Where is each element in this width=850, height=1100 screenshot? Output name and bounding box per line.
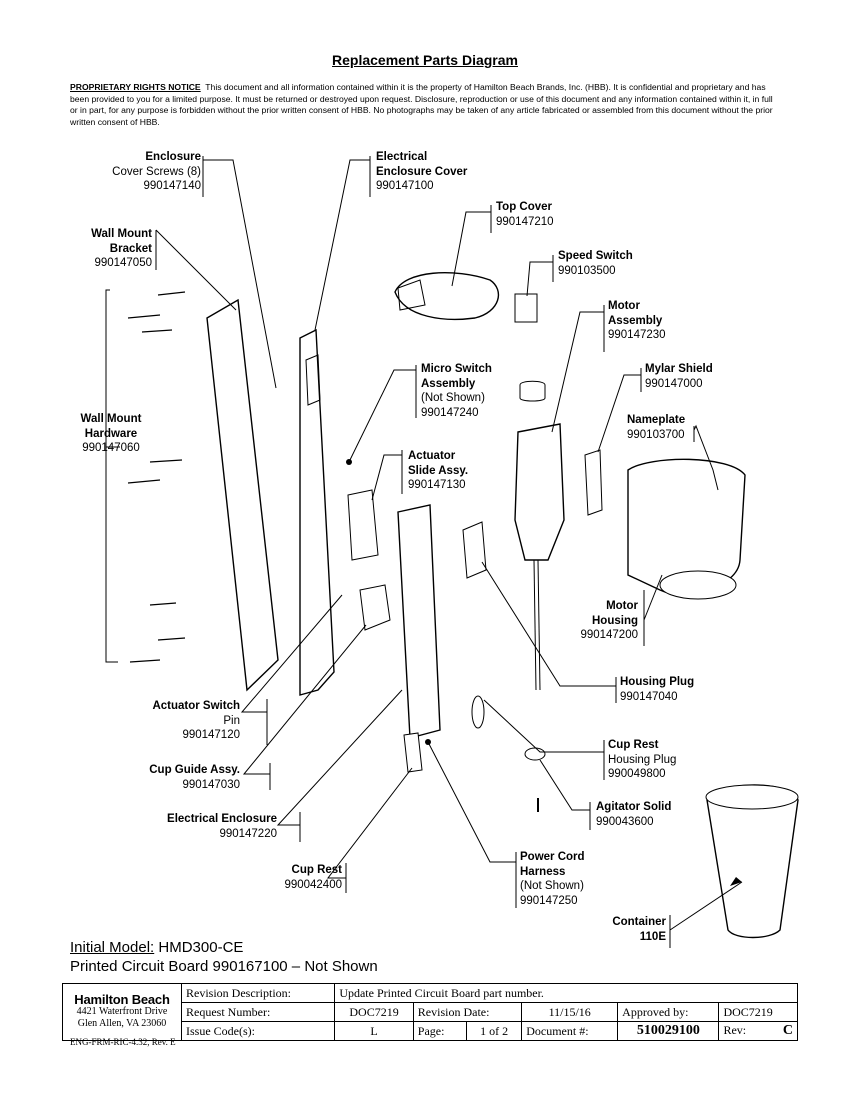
rev-desc-label: Revision Description: <box>180 983 336 1003</box>
model-label: Initial Model: <box>70 939 155 956</box>
page-title: Replacement Parts Diagram <box>332 52 518 68</box>
rev-date-value: 11/15/16 <box>521 1002 619 1022</box>
title-block: Hamilton Beach 4421 Waterfront Drive Gle… <box>62 983 798 1041</box>
rev-label: Rev: <box>723 1023 747 1037</box>
brand-logo: Hamilton Beach <box>74 992 170 1007</box>
form-number: ENG-FRM-RIC-4.32, Rev. E <box>70 1037 176 1047</box>
page-value: 1 of 2 <box>465 1021 523 1041</box>
issue-value: L <box>334 1021 414 1041</box>
power-cord-dot <box>425 739 431 745</box>
rev-date-label: Revision Date: <box>412 1002 523 1022</box>
proprietary-notice: PROPRIETARY RIGHTS NOTICE This document … <box>70 82 782 128</box>
request-label: Request Number: <box>180 1002 336 1022</box>
approved-label: Approved by: <box>617 1002 720 1022</box>
docnum-label: Document #: <box>521 1021 619 1041</box>
pcb-note: Printed Circuit Board 990167100 – Not Sh… <box>70 958 378 975</box>
rev-value: C <box>782 1023 793 1038</box>
page-label: Page: <box>412 1021 468 1041</box>
model-info: Initial Model: HMD300-CE Printed Circuit… <box>70 938 378 976</box>
notice-text: This document and all information contai… <box>70 82 773 127</box>
micro-switch-dot <box>346 459 352 465</box>
request-value: DOC7219 <box>334 1002 414 1022</box>
address-line-1: 4421 Waterfront Drive <box>76 1006 168 1017</box>
address-line-2: Glen Allen, VA 23060 <box>77 1018 167 1029</box>
model-value: HMD300-CE <box>158 939 244 956</box>
rev-desc-value: Update Printed Circuit Board part number… <box>334 983 798 1003</box>
approved-value: DOC7219 <box>718 1002 798 1022</box>
issue-label: Issue Code(s): <box>180 1021 336 1041</box>
docnum-value: 510029100 <box>617 1021 720 1041</box>
label-cup-guide-assy: Cup Guide Assy.990147030 <box>149 764 240 791</box>
rev-cell: Rev: C <box>718 1021 798 1041</box>
company-logo-cell: Hamilton Beach 4421 Waterfront Drive Gle… <box>62 983 182 1041</box>
notice-label: PROPRIETARY RIGHTS NOTICE <box>70 82 201 92</box>
